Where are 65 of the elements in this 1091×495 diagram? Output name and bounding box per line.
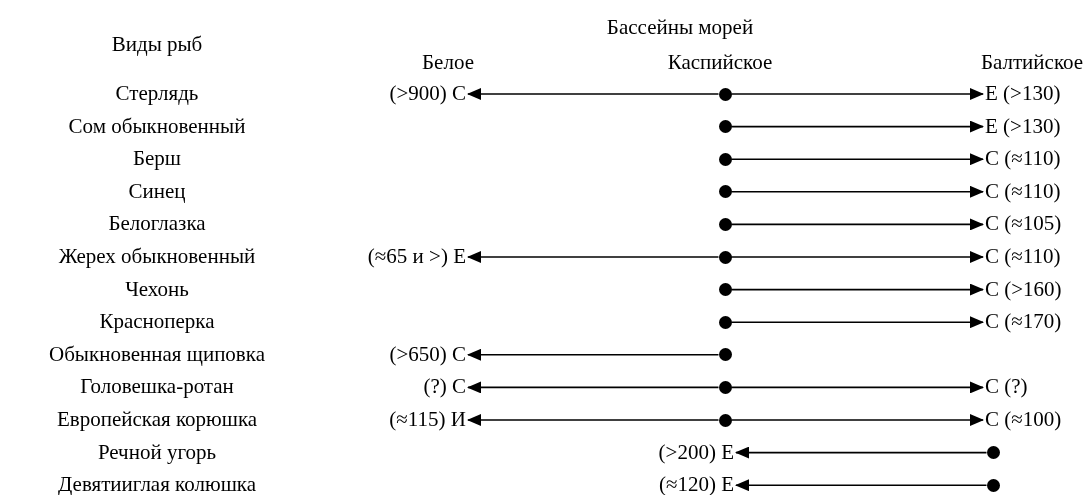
column-heading: Бассейны морей bbox=[606, 15, 754, 39]
range-label: С (≈110) bbox=[985, 244, 1061, 268]
arrow bbox=[735, 446, 988, 459]
arrow bbox=[730, 88, 984, 100]
arrow bbox=[467, 381, 720, 394]
range-label: С (?) bbox=[985, 374, 1028, 399]
species-name: Белоглазка bbox=[108, 211, 206, 236]
column-heading: Белое bbox=[422, 50, 474, 74]
dot-marker bbox=[718, 413, 732, 427]
species-name: Головешка-ротан bbox=[80, 374, 234, 399]
species-name: Стерлядь bbox=[115, 81, 199, 105]
range-label: (≈120) Е bbox=[658, 472, 734, 495]
range-label: (>200) Е bbox=[658, 439, 734, 464]
arrow bbox=[730, 153, 984, 166]
range-label: (>650) С bbox=[389, 341, 466, 366]
arrow bbox=[730, 316, 984, 329]
arrow bbox=[730, 218, 984, 231]
range-label: С (≈110) bbox=[985, 146, 1061, 171]
dot-marker bbox=[718, 315, 732, 329]
dot-marker bbox=[718, 120, 732, 134]
range-label: Е (>130) bbox=[985, 113, 1061, 138]
range-label: С (≈170) bbox=[985, 309, 1062, 334]
species-name: Речной угорь bbox=[97, 439, 217, 464]
species-name: Европейская корюшка bbox=[56, 407, 258, 431]
column-heading: Каспийское bbox=[667, 50, 773, 74]
dot-marker bbox=[718, 380, 732, 394]
dot-marker bbox=[718, 185, 732, 199]
column-heading: Виды рыб bbox=[111, 32, 203, 56]
range-label: (≈115) И bbox=[389, 407, 466, 431]
arrow bbox=[467, 414, 720, 426]
arrow bbox=[735, 479, 988, 492]
arrow bbox=[730, 185, 984, 198]
arrow bbox=[467, 88, 720, 100]
range-label: С (≈100) bbox=[985, 407, 1062, 431]
arrow bbox=[730, 414, 984, 426]
species-name: Жерех обыкновенный bbox=[58, 244, 256, 268]
range-label: (≈65 и >) Е bbox=[367, 244, 466, 268]
dot-marker bbox=[986, 446, 1000, 460]
species-name: Красноперка bbox=[99, 309, 215, 334]
arrow bbox=[730, 120, 984, 133]
arrow bbox=[730, 381, 984, 394]
range-label: Е (>130) bbox=[985, 81, 1061, 105]
arrow bbox=[467, 251, 720, 263]
range-label: (>900) С bbox=[389, 81, 466, 105]
arrow bbox=[730, 283, 984, 296]
dot-marker bbox=[718, 217, 732, 231]
dot-marker bbox=[718, 250, 732, 264]
species-name: Берш bbox=[132, 146, 182, 171]
dot-marker bbox=[718, 283, 732, 297]
range-label: С (≈110) bbox=[985, 178, 1061, 203]
dot-marker bbox=[986, 478, 1000, 492]
range-label: С (≈105) bbox=[985, 211, 1062, 236]
species-name: Обыкновенная щиповка bbox=[49, 341, 265, 366]
dot-marker bbox=[718, 152, 732, 166]
species-name: Синец bbox=[128, 178, 186, 203]
arrow bbox=[467, 348, 720, 361]
arrow bbox=[730, 251, 984, 263]
column-heading: Балтийское bbox=[980, 50, 1084, 74]
species-name: Сом обыкновенный bbox=[68, 113, 246, 138]
species-name: Девятииглая колюшка bbox=[58, 472, 256, 495]
dot-marker bbox=[718, 87, 732, 101]
species-name: Чехонь bbox=[125, 276, 189, 301]
range-label: (?) С bbox=[423, 374, 466, 399]
range-label: С (>160) bbox=[985, 276, 1062, 301]
dot-marker bbox=[718, 348, 732, 362]
